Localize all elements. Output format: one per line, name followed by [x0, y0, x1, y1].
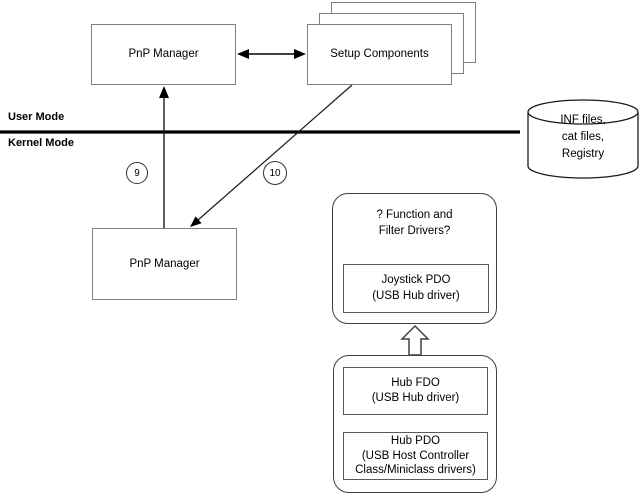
- database-cylinder-icon: [527, 99, 639, 179]
- hub-fdo-box: Hub FDO (USB Hub driver): [343, 367, 488, 415]
- function-filter-title: ? Function and Filter Drivers?: [333, 207, 496, 239]
- block-up-arrow-icon: [400, 324, 430, 356]
- hub-pdo-box: Hub PDO (USB Host Controller Class/Minic…: [343, 432, 488, 480]
- pnp-manager-top-box: PnP Manager: [91, 24, 236, 85]
- user-mode-label: User Mode: [8, 111, 65, 123]
- step-10-badge: 10: [263, 161, 287, 185]
- setup-components-box: Setup Components: [307, 24, 452, 85]
- joystick-pdo-line-1: Joystick PDO: [381, 274, 451, 286]
- hub-pdo-line-2: (USB Host Controller: [361, 449, 470, 462]
- diagonal-arrow-icon: [190, 84, 353, 227]
- setup-components-label: Setup Components: [330, 48, 429, 60]
- hub-pdo-line-3: Class/Miniclass drivers): [355, 464, 476, 477]
- datastore-line-1: INF files,: [560, 114, 606, 126]
- hub-pdo-line-1: Hub PDO: [390, 435, 441, 448]
- joystick-pdo-line-2: (USB Hub driver): [372, 289, 460, 302]
- pnp-manager-bottom-label: PnP Manager: [129, 257, 200, 270]
- kernel-mode-label: Kernel Mode: [8, 137, 75, 149]
- hub-fdo-line-2: (USB Hub driver): [371, 392, 460, 404]
- step-9-badge: 9: [126, 162, 148, 184]
- upward-arrow-icon: [159, 86, 169, 228]
- datastore-label: INF files, cat files, Registry: [528, 112, 638, 163]
- function-filter-line-2: Filter Drivers?: [378, 225, 451, 237]
- pnp-manager-bottom-box: PnP Manager: [92, 228, 237, 300]
- datastore-line-2: cat files,: [561, 131, 605, 143]
- hub-fdo-line-1: Hub FDO: [391, 376, 440, 389]
- joystick-pdo-box: Joystick PDO (USB Hub driver): [343, 264, 489, 313]
- function-filter-line-1: ? Function and: [376, 209, 453, 221]
- bidirectional-arrow-icon: [237, 49, 306, 59]
- pnp-manager-top-label: PnP Manager: [128, 48, 199, 60]
- datastore-line-3: Registry: [561, 148, 605, 160]
